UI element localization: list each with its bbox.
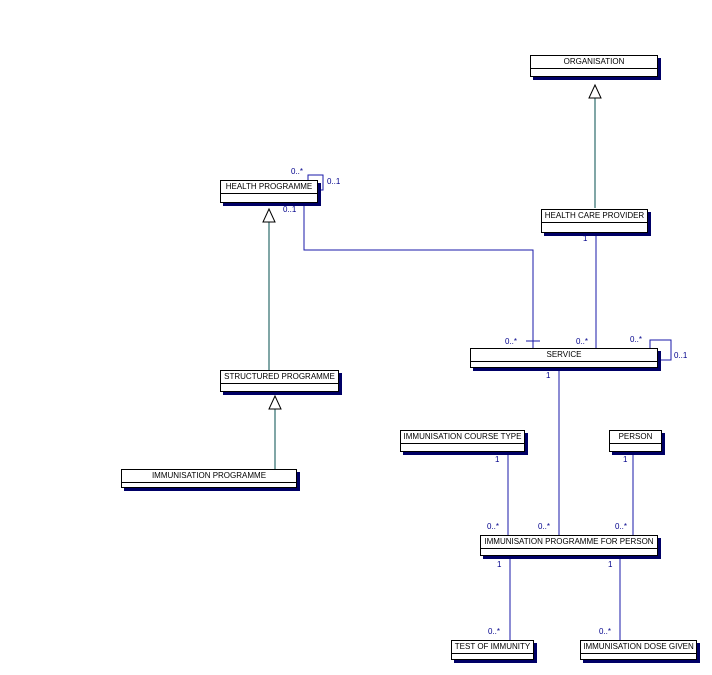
compartment-divider	[531, 68, 657, 69]
class-name: HEALTH CARE PROVIDER	[544, 211, 645, 220]
multiplicity-service-self-one: 0..1	[674, 351, 688, 360]
class-immunisation-course-type[interactable]: IMMUNISATION COURSE TYPE	[400, 430, 525, 452]
compartment-divider	[581, 653, 696, 654]
class-name: SERVICE	[546, 350, 582, 359]
association-health-programme-service	[303, 203, 534, 348]
class-name: IMMUNISATION PROGRAMME FOR PERSON	[484, 537, 654, 546]
compartment-divider	[221, 193, 317, 194]
class-service[interactable]: SERVICE	[470, 348, 658, 368]
multiplicity-ipfp-from-service: 0..*	[538, 522, 551, 531]
class-name: IMMUNISATION COURSE TYPE	[403, 432, 522, 441]
class-name: IMMUNISATION DOSE GIVEN	[583, 642, 694, 651]
compartment-divider	[122, 482, 296, 483]
class-immunisation-programme[interactable]: IMMUNISATION PROGRAMME	[121, 469, 297, 488]
class-immunisation-dose-given[interactable]: IMMUNISATION DOSE GIVEN	[580, 640, 697, 660]
compartment-divider	[452, 653, 533, 654]
class-person[interactable]: PERSON	[609, 430, 662, 452]
multiplicity-ipfp-from-person: 0..*	[615, 522, 628, 531]
compartment-divider	[401, 443, 524, 444]
class-organisation[interactable]: ORGANISATION	[530, 55, 658, 77]
multiplicity-course-type-one: 1	[495, 455, 500, 464]
multiplicity-person-one: 1	[623, 455, 628, 464]
class-health-care-provider[interactable]: HEALTH CARE PROVIDER	[541, 209, 648, 233]
class-test-of-immunity[interactable]: TEST OF IMMUNITY	[451, 640, 534, 660]
multiplicity-test-many: 0..*	[488, 627, 501, 636]
multiplicity-ipfp-to-dose-one: 1	[608, 560, 613, 569]
multiplicity-service-self-many: 0..*	[630, 335, 643, 344]
association-health-programme-self	[307, 174, 324, 191]
compartment-divider	[221, 383, 338, 384]
class-name: ORGANISATION	[563, 57, 625, 66]
compartment-divider	[481, 548, 657, 549]
multiplicity-dose-many: 0..*	[599, 627, 612, 636]
generalization-arrowhead-structured-programme	[268, 394, 282, 410]
multiplicity-health-programme-self-many: 0..*	[291, 167, 304, 176]
generalization-arrowhead-health-programme	[262, 207, 276, 223]
class-name: TEST OF IMMUNITY	[454, 642, 531, 651]
class-name: PERSON	[618, 432, 653, 441]
class-name: IMMUNISATION PROGRAMME	[151, 471, 267, 480]
class-name: STRUCTURED PROGRAMME	[224, 372, 335, 381]
multiplicity-health-care-provider-one: 1	[583, 234, 588, 243]
compartment-divider	[610, 443, 661, 444]
class-name: HEALTH PROGRAMME	[225, 182, 313, 191]
multiplicity-health-programme-to-service: 0..1	[283, 205, 297, 214]
class-immunisation-programme-for-person[interactable]: IMMUNISATION PROGRAMME FOR PERSON	[480, 535, 658, 556]
compartment-divider	[542, 222, 647, 223]
multiplicity-service-from-provider: 0..*	[576, 337, 589, 346]
multiplicity-ipfp-from-course-type: 0..*	[487, 522, 500, 531]
class-structured-programme[interactable]: STRUCTURED PROGRAMME	[220, 370, 339, 392]
multiplicity-health-programme-self-one: 0..1	[327, 177, 341, 186]
association-service-self	[649, 339, 672, 361]
multiplicity-service-from-health-programme: 0..*	[505, 337, 518, 346]
compartment-divider	[471, 361, 657, 362]
multiplicity-ipfp-to-test-one: 1	[497, 560, 502, 569]
generalization-arrowhead-organisation	[588, 83, 602, 99]
multiplicity-service-one: 1	[546, 371, 551, 380]
class-health-programme[interactable]: HEALTH PROGRAMME	[220, 180, 318, 203]
